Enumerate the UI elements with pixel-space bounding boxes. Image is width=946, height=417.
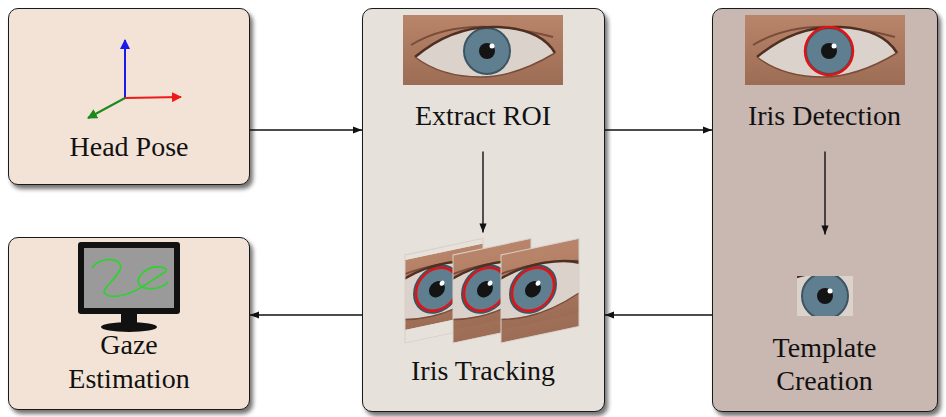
flow-arrow [250, 314, 362, 315]
stage-panel: Iris DetectionTemplate Creation [712, 8, 938, 412]
node-label: Template Creation [750, 331, 900, 398]
gaze-trace [92, 260, 168, 297]
node-label: Iris Detection [722, 99, 928, 133]
stage-step: Extract ROI [372, 12, 595, 152]
illustration-part [403, 15, 563, 85]
node-label: Gaze Estimation [54, 328, 204, 395]
illustration-part [453, 238, 531, 343]
monitor-base [101, 322, 157, 332]
illustration-part [741, 260, 901, 330]
flow-arrow [482, 152, 483, 233]
node-label: Iris Tracking [372, 354, 595, 388]
process-box: Gaze Estimation [8, 237, 250, 410]
illustration-part [453, 238, 531, 343]
illustration-part [405, 238, 483, 341]
illustration-part [416, 264, 458, 315]
flow-arrow [605, 129, 712, 130]
monitor-neck [121, 314, 137, 324]
node-label: Extract ROI [372, 99, 595, 133]
eye-roi-image [403, 15, 563, 85]
axes-icon [88, 40, 181, 118]
illustration-part [501, 238, 579, 343]
eye-detection-image [745, 15, 905, 85]
monitor-icon [78, 242, 180, 332]
illustration-part [512, 264, 554, 315]
illustration-part [453, 238, 531, 341]
node-label: Head Pose [9, 130, 249, 164]
flow-arrow [250, 129, 362, 130]
stage-step: Iris Tracking [372, 233, 595, 405]
tracking-frame [449, 232, 609, 354]
y-axis [88, 98, 125, 118]
tracking-frame [401, 232, 561, 354]
z-axis [124, 40, 126, 98]
illustration-part [745, 15, 905, 85]
illustration-part [501, 238, 579, 343]
illustration-part [453, 238, 531, 343]
flow-arrow [824, 152, 825, 235]
x-axis [125, 97, 181, 98]
stage-step: Iris Detection [722, 12, 928, 152]
tracking-frame [353, 232, 513, 354]
illustration-part [501, 238, 579, 343]
illustration-part [405, 238, 483, 343]
illustration-part [501, 238, 579, 341]
flow-arrow [605, 314, 712, 315]
stage-step: Template Creation [722, 235, 928, 406]
monitor-screen [84, 248, 174, 308]
illustration-part [405, 238, 483, 343]
illustration-part [741, 260, 901, 330]
monitor-frame [78, 242, 180, 314]
iris-template-image [741, 260, 901, 330]
process-box: Head Pose [8, 8, 250, 185]
tracking-frames [353, 232, 609, 354]
iris-circle [805, 27, 853, 75]
stage-panel: Extract ROI Iris Tracking [362, 8, 605, 412]
illustration-part [464, 264, 506, 315]
